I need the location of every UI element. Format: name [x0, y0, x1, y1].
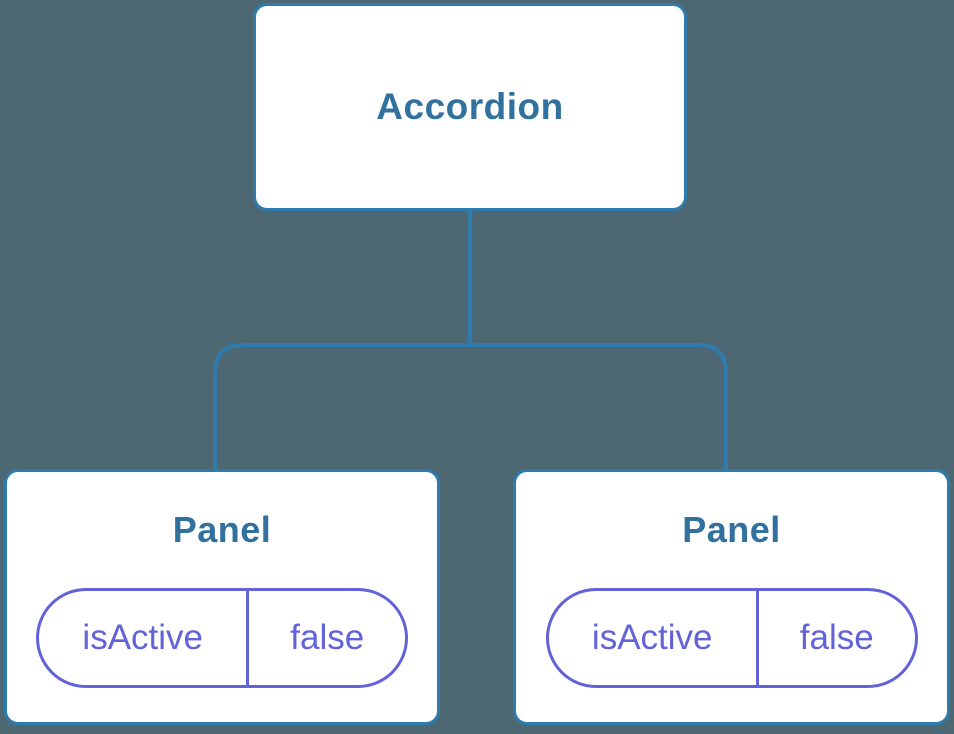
state-value: false [799, 618, 874, 657]
state-pill: isActive false [545, 588, 918, 688]
connector-branch [213, 343, 728, 470]
state-value: false [290, 618, 365, 657]
node-panel-left: Panel isActive false [4, 469, 440, 725]
node-panel-right: Panel isActive false [513, 469, 950, 725]
state-key: isActive [549, 591, 759, 685]
node-panel-right-label: Panel [682, 509, 781, 550]
state-pill: isActive false [36, 588, 408, 688]
node-panel-left-label: Panel [172, 509, 272, 550]
node-accordion-label: Accordion [376, 86, 564, 127]
node-accordion: Accordion [253, 3, 687, 211]
state-key: isActive [39, 591, 250, 685]
